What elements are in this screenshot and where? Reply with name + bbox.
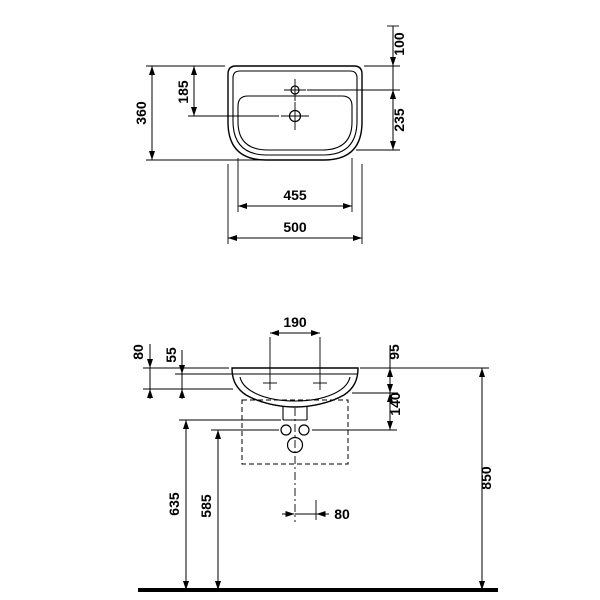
dim-drain-offset-185: 185 xyxy=(175,66,279,117)
tap-hole-mark xyxy=(284,79,306,101)
front-view: 190 80 55 95 1 xyxy=(130,314,498,592)
dim-bowl-front-235: 235 xyxy=(356,90,407,151)
dim-label-overall-width: 500 xyxy=(283,219,307,235)
dim-label-drain-offset: 185 xyxy=(175,80,191,104)
dim-label-rim-height: 850 xyxy=(478,466,494,490)
fixing-hole-left xyxy=(280,424,292,436)
dim-label-trap-height: 635 xyxy=(166,492,182,516)
basin-front-silhouette xyxy=(231,367,359,408)
dim-label-fixing-height: 585 xyxy=(198,494,214,518)
dim-outlet-offset-80: 80 xyxy=(282,500,350,522)
drain-mark xyxy=(281,102,309,130)
dim-fixing-height-585: 585 xyxy=(198,429,279,590)
basin-rim-line xyxy=(232,70,358,156)
tap-hole-mark-left xyxy=(263,376,277,390)
dim-label-rim-edge: 80 xyxy=(130,344,146,360)
dim-tap-offset-100: 100 xyxy=(307,25,407,100)
dim-label-side-depth: 140 xyxy=(387,392,403,416)
bowl-inner-curve xyxy=(239,376,351,402)
tap-hole-mark-right xyxy=(313,376,327,390)
dim-depth-360: 360 xyxy=(133,65,263,161)
plan-view: 360 185 100 235 455 xyxy=(133,25,407,244)
dim-label-bowl-front: 235 xyxy=(391,108,407,132)
dim-label-depth: 360 xyxy=(133,101,149,125)
dim-tap-spacing-190: 190 xyxy=(269,314,321,377)
dim-side-depth-140: 140 xyxy=(312,392,403,431)
dim-overall-width-500: 500 xyxy=(227,164,363,244)
dim-rim-height-850: 850 xyxy=(360,367,494,590)
hidden-pedestal-outline xyxy=(241,399,349,465)
dim-label-outlet-offset: 80 xyxy=(334,506,350,522)
dim-label-apron-edge: 55 xyxy=(163,347,179,363)
dim-trap-height-635: 635 xyxy=(166,419,281,590)
basin-bowl-outline xyxy=(237,95,353,151)
dim-label-bowl-width: 455 xyxy=(283,187,307,203)
dim-apron-edge-55: 55 xyxy=(163,347,232,399)
dim-rim-edge-80: 80 xyxy=(130,344,233,399)
dim-label-overflow-drop: 95 xyxy=(386,344,402,360)
fixing-hole-right xyxy=(298,424,310,436)
dim-label-tap-offset: 100 xyxy=(391,32,407,56)
dim-label-tap-spacing: 190 xyxy=(283,314,307,330)
dim-bowl-width-455: 455 xyxy=(237,158,353,212)
